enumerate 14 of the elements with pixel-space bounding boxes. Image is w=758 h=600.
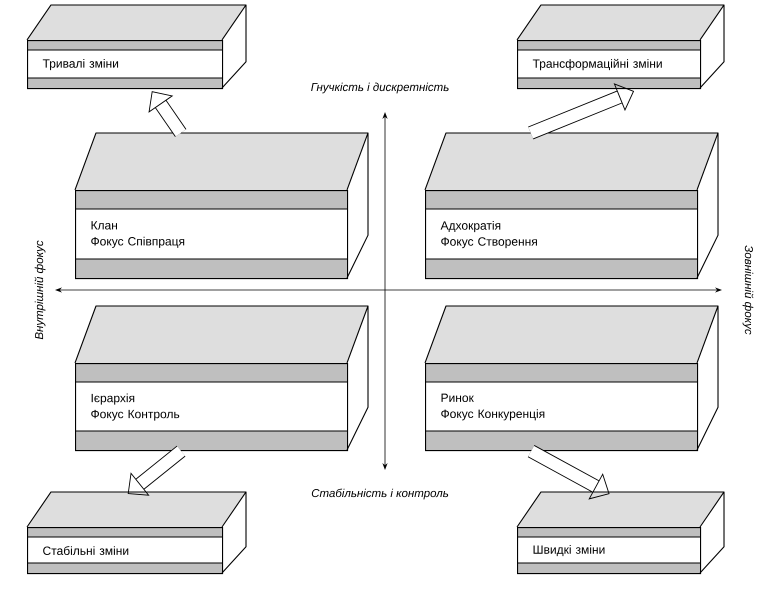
axis-label: Гнучкість і дискретність [311,82,449,94]
box-3d: Ієрархія Фокус Контроль [74,305,369,452]
box-3d: Адхократія Фокус Створення [424,132,719,280]
box-3d: Стабільні зміни [26,491,247,574]
box-3d: Трансформаційні зміни [516,4,725,90]
box-3d: Швидкі зміни [516,491,725,574]
hollow-arrow [148,91,186,137]
axis-label: Зовнішній фокус [742,245,754,335]
box-3d: Ринок Фокус Конкуренція [424,305,719,452]
axis-label: Стабільність і контроль [312,488,448,500]
box-3d: Тривалі зміни [26,4,247,90]
box-3d: Клан Фокус Співпраця [74,132,369,280]
hollow-arrow [128,446,186,496]
axis-label: Внутрішній фокус [34,240,46,340]
